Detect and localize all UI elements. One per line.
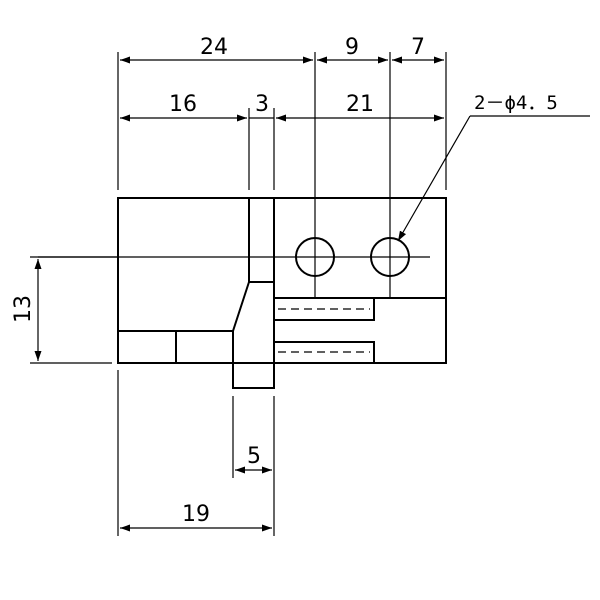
right-tongue-lower — [274, 341, 375, 363]
dim-label-13: 13 — [11, 295, 36, 323]
hole-leader-arrow — [397, 115, 471, 242]
dim-label-3: 3 — [255, 92, 269, 117]
part-body — [117, 197, 447, 364]
dim-label-5: 5 — [247, 444, 261, 469]
dim-label-9: 9 — [345, 35, 359, 60]
dimension-labels: 24 9 7 16 3 21 13 5 19 2－ϕ4．5 — [11, 35, 558, 527]
dim-label-7: 7 — [411, 35, 425, 60]
extension-lines — [30, 52, 447, 536]
dim-label-24: 24 — [200, 35, 228, 60]
hole-note: 2－ϕ4．5 — [474, 92, 558, 114]
dim-label-19: 19 — [182, 502, 210, 527]
right-tongue — [273, 298, 375, 321]
inclined-block — [232, 281, 275, 389]
dimension-lines — [34, 56, 590, 532]
part-outline — [38, 197, 447, 389]
dim-label-21: 21 — [346, 92, 374, 117]
dim-label-16: 16 — [169, 92, 197, 117]
